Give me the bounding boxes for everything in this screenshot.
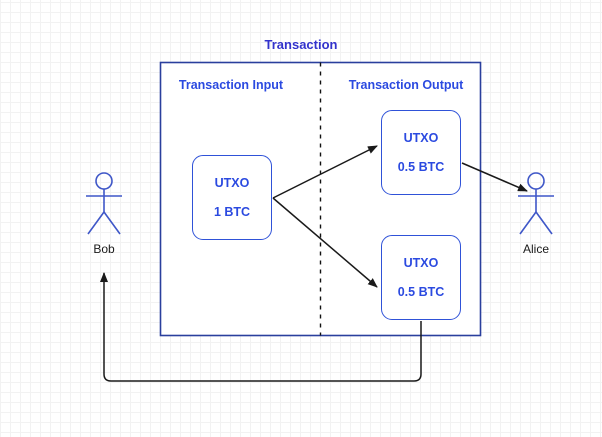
utxo-output-top-amount: 0.5 BTC: [397, 159, 445, 174]
section-label-transaction-input: Transaction Input: [178, 78, 284, 92]
utxo-box-input[interactable]: UTXO 1 BTC: [192, 155, 272, 240]
diagram-title: Transaction: [264, 37, 338, 52]
arrow-input-to-output-bottom: [272, 197, 378, 288]
actor-label-alice: Alice: [522, 242, 549, 256]
stick-figure-bob: [86, 172, 122, 235]
utxo-output-bottom-amount: 0.5 BTC: [397, 284, 445, 299]
arrow-output-top-to-alice: [461, 162, 528, 192]
utxo-output-bottom-title: UTXO: [403, 256, 439, 270]
utxo-output-top-title: UTXO: [403, 131, 439, 145]
section-label-transaction-output: Transaction Output: [348, 78, 464, 92]
arrow-input-to-output-top: [272, 145, 378, 199]
arrow-output-bottom-to-bob: [100, 272, 422, 382]
actor-label-bob: Bob: [93, 242, 115, 256]
utxo-input-amount: 1 BTC: [213, 204, 251, 219]
stick-figure-alice: [518, 172, 554, 235]
utxo-box-output-top[interactable]: UTXO 0.5 BTC: [381, 110, 461, 195]
utxo-box-output-bottom[interactable]: UTXO 0.5 BTC: [381, 235, 461, 320]
utxo-input-title: UTXO: [214, 176, 250, 190]
